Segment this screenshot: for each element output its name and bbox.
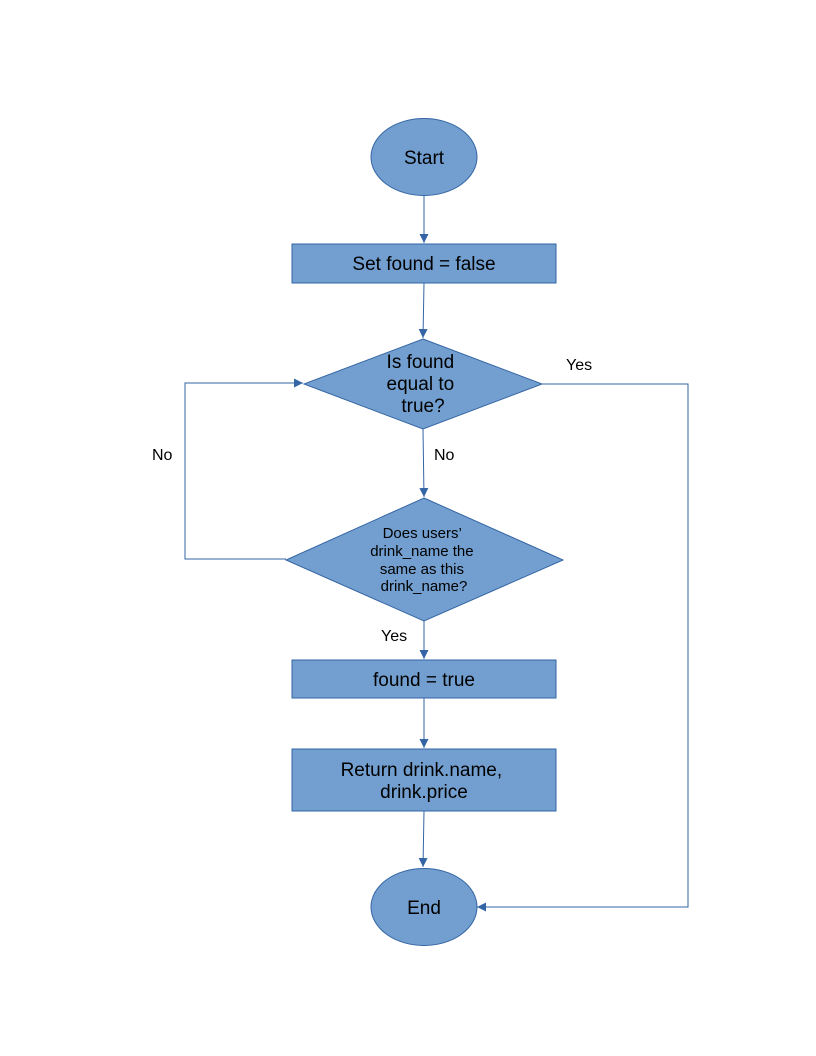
return-line-2: drink.price — [380, 782, 468, 803]
return-box — [291, 748, 557, 812]
set-found-label: Set found = false — [352, 254, 495, 275]
found-true-node: found = true — [291, 659, 557, 699]
decision-name-line-1: Does users’ — [383, 525, 462, 542]
found-true-box — [291, 659, 557, 699]
decision-name-node: Does users’ drink_name the same as this … — [284, 497, 565, 622]
arrow-name-no-loop — [184, 378, 303, 560]
decision-name-diamond — [284, 497, 565, 622]
end-ellipse — [370, 868, 478, 946]
found-true-label: found = true — [373, 670, 475, 691]
decision-found-line-2: equal to — [387, 374, 455, 395]
decision-found-diamond — [302, 338, 544, 430]
decision-name-line-2: drink_name the — [370, 543, 473, 560]
decision-found-label: Is found equal to true? — [387, 352, 460, 417]
start-label: Start — [404, 148, 445, 169]
edge-label-name-no: No — [152, 447, 173, 464]
decision-found-line-3: true? — [401, 396, 444, 417]
decision-name-label: Does users’ drink_name the same as this … — [370, 525, 478, 595]
start-ellipse — [370, 118, 478, 196]
arrow-decision-no-to-name — [419, 428, 429, 498]
return-node: Return drink.name, drink.price — [291, 748, 557, 812]
end-label: End — [407, 898, 441, 919]
arrow-return-to-end — [418, 810, 428, 868]
edge-label-found-yes: Yes — [566, 357, 592, 374]
arrow-decision-yes-to-end — [477, 383, 689, 912]
set-found-box — [291, 243, 557, 284]
start-node: Start — [370, 118, 478, 196]
edge-label-found-no: No — [434, 447, 455, 464]
decision-name-line-4: drink_name? — [381, 578, 468, 595]
connectors — [184, 196, 689, 912]
return-label: Return drink.name, drink.price — [341, 760, 508, 803]
decision-found-line-1: Is found — [387, 352, 455, 373]
decision-name-line-3: same as this — [380, 561, 464, 578]
end-node: End — [370, 868, 478, 946]
return-line-1: Return drink.name, — [341, 760, 503, 781]
edge-label-name-yes: Yes — [381, 628, 407, 645]
decision-found-node: Is found equal to true? — [302, 338, 544, 430]
arrow-set-to-decision — [418, 282, 428, 339]
set-found-node: Set found = false — [291, 243, 557, 284]
